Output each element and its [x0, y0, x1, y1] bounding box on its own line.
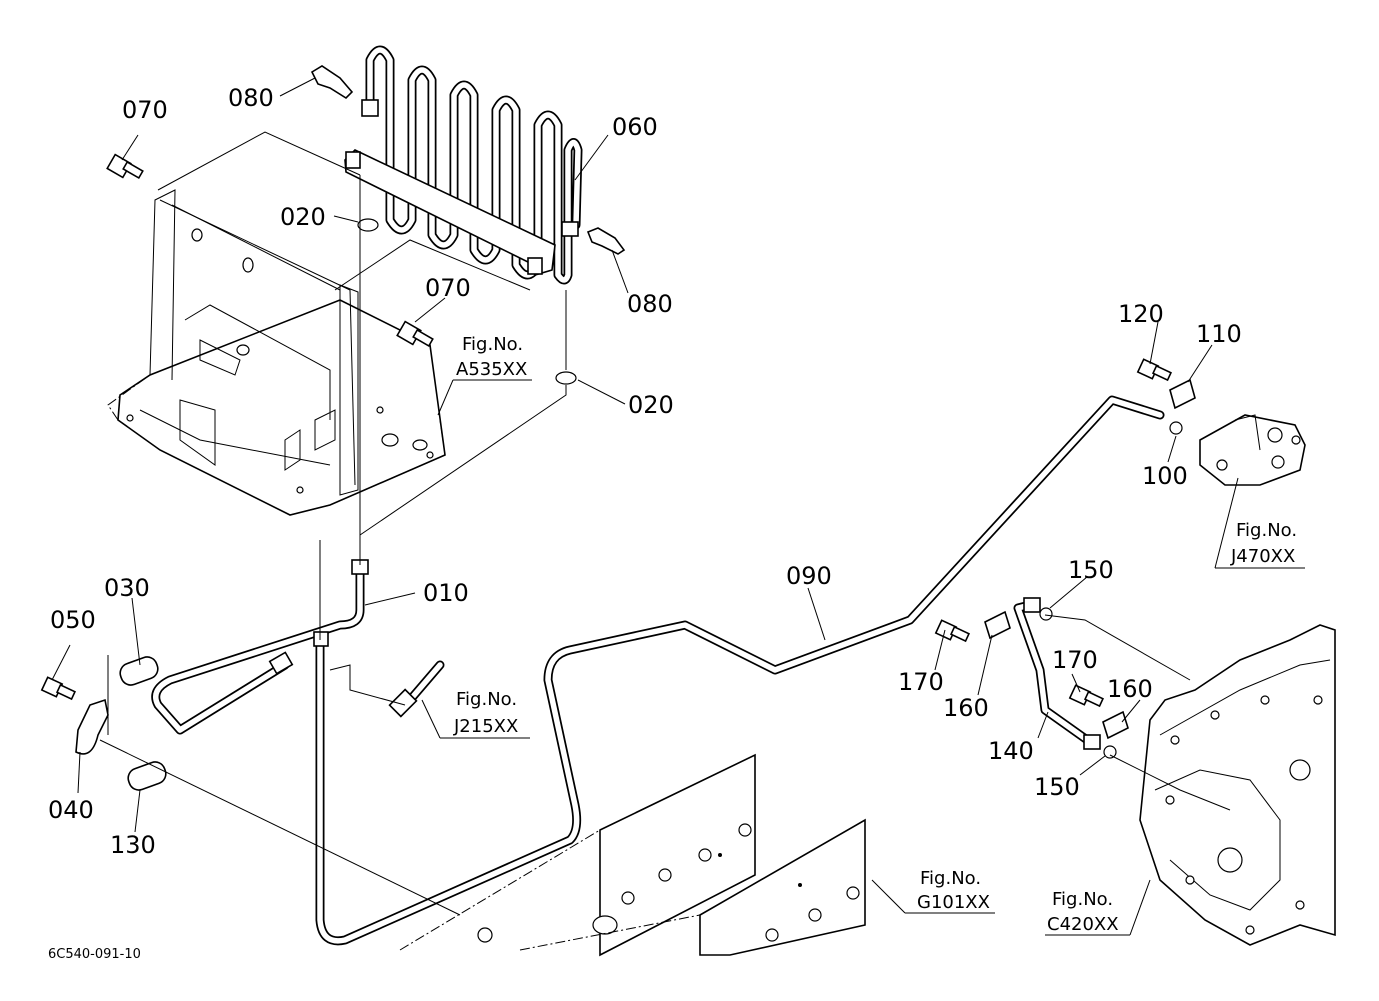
- bolt-070-top: [106, 153, 144, 180]
- callout-060: 060: [612, 113, 658, 141]
- o-ring-100: [1169, 421, 1183, 435]
- bolt-050: [40, 676, 77, 701]
- ref-outline-a535: [107, 374, 446, 516]
- fig-ref-g101-title: Fig.No.: [920, 868, 981, 889]
- transmission-case: [1139, 624, 1336, 946]
- fig-ref-c420-title: Fig.No.: [1052, 889, 1113, 910]
- callout-070a: 070: [122, 96, 168, 124]
- callout-100: 100: [1142, 462, 1188, 490]
- o-ring-020-bottom: [555, 371, 577, 385]
- callout-020b: 020: [628, 391, 674, 419]
- callout-160b: 160: [1107, 675, 1153, 703]
- drawing-code: 6C540-091-10: [48, 947, 141, 962]
- callout-050: 050: [50, 606, 96, 634]
- callout-040: 040: [48, 796, 94, 824]
- fig-ref-j470-code: J470XX: [1230, 546, 1295, 567]
- callout-030: 030: [104, 574, 150, 602]
- hose-clip-080-top: [310, 65, 354, 100]
- callout-170a: 170: [898, 668, 944, 696]
- o-ring-150-bottom: [1103, 745, 1117, 759]
- frame-bracket-assembly: [117, 189, 446, 516]
- bolt-120: [1136, 358, 1173, 382]
- callout-labels: 070 080 060 020 070 080 020 120 110 100 …: [48, 84, 1242, 859]
- fig-ref-g101-code: G101XX: [917, 892, 990, 913]
- fig-ref-a535-title: Fig.No.: [462, 334, 523, 355]
- o-ring-020-top: [357, 218, 379, 232]
- callout-160a: 160: [943, 694, 989, 722]
- hose-clip-080-right: [586, 227, 626, 255]
- bolt-070-mid: [396, 320, 434, 348]
- pipe-010-upper: [151, 560, 365, 735]
- callout-020a: 020: [280, 203, 326, 231]
- fig-ref-j215-title: Fig.No.: [456, 689, 517, 710]
- clamp-110: [1169, 378, 1196, 410]
- oil-cooler: [344, 45, 583, 285]
- fig-ref-j470-title: Fig.No.: [1236, 520, 1297, 541]
- callout-leaders: [51, 77, 1213, 833]
- o-ring-150-top: [1039, 607, 1053, 621]
- fig-ref-c420-code: C420XX: [1047, 914, 1119, 935]
- fig-ref-a535-code: A535XX: [456, 359, 527, 380]
- callout-090: 090: [786, 562, 832, 590]
- callout-140: 140: [988, 737, 1034, 765]
- callout-080b: 080: [627, 290, 673, 318]
- callout-110: 110: [1196, 320, 1242, 348]
- callout-070b: 070: [425, 274, 471, 302]
- fig-ref-j215-code: J215XX: [453, 716, 518, 737]
- clamp-040: [75, 698, 109, 755]
- clamp-160-bottom: [1102, 710, 1129, 740]
- callout-130: 130: [110, 831, 156, 859]
- figure-ref-labels: Fig.No. A535XX Fig.No. J470XX Fig.No. J2…: [453, 334, 1297, 935]
- callout-150b: 150: [1034, 773, 1080, 801]
- sleeve-130: [127, 761, 167, 791]
- bolt-170-bottom: [1068, 684, 1105, 708]
- sleeve-030: [119, 656, 159, 686]
- callout-080a: 080: [228, 84, 274, 112]
- callout-120: 120: [1118, 300, 1164, 328]
- valve-block: [1199, 414, 1306, 486]
- clamp-160-top: [984, 610, 1011, 640]
- floor-plates: [399, 753, 866, 957]
- callout-010: 010: [423, 579, 469, 607]
- figure-ref-leaders: [421, 379, 1305, 936]
- bolt-170-top: [934, 619, 971, 643]
- callout-170b: 170: [1052, 646, 1098, 674]
- reference-lines: [99, 131, 1231, 916]
- callout-150a: 150: [1068, 556, 1114, 584]
